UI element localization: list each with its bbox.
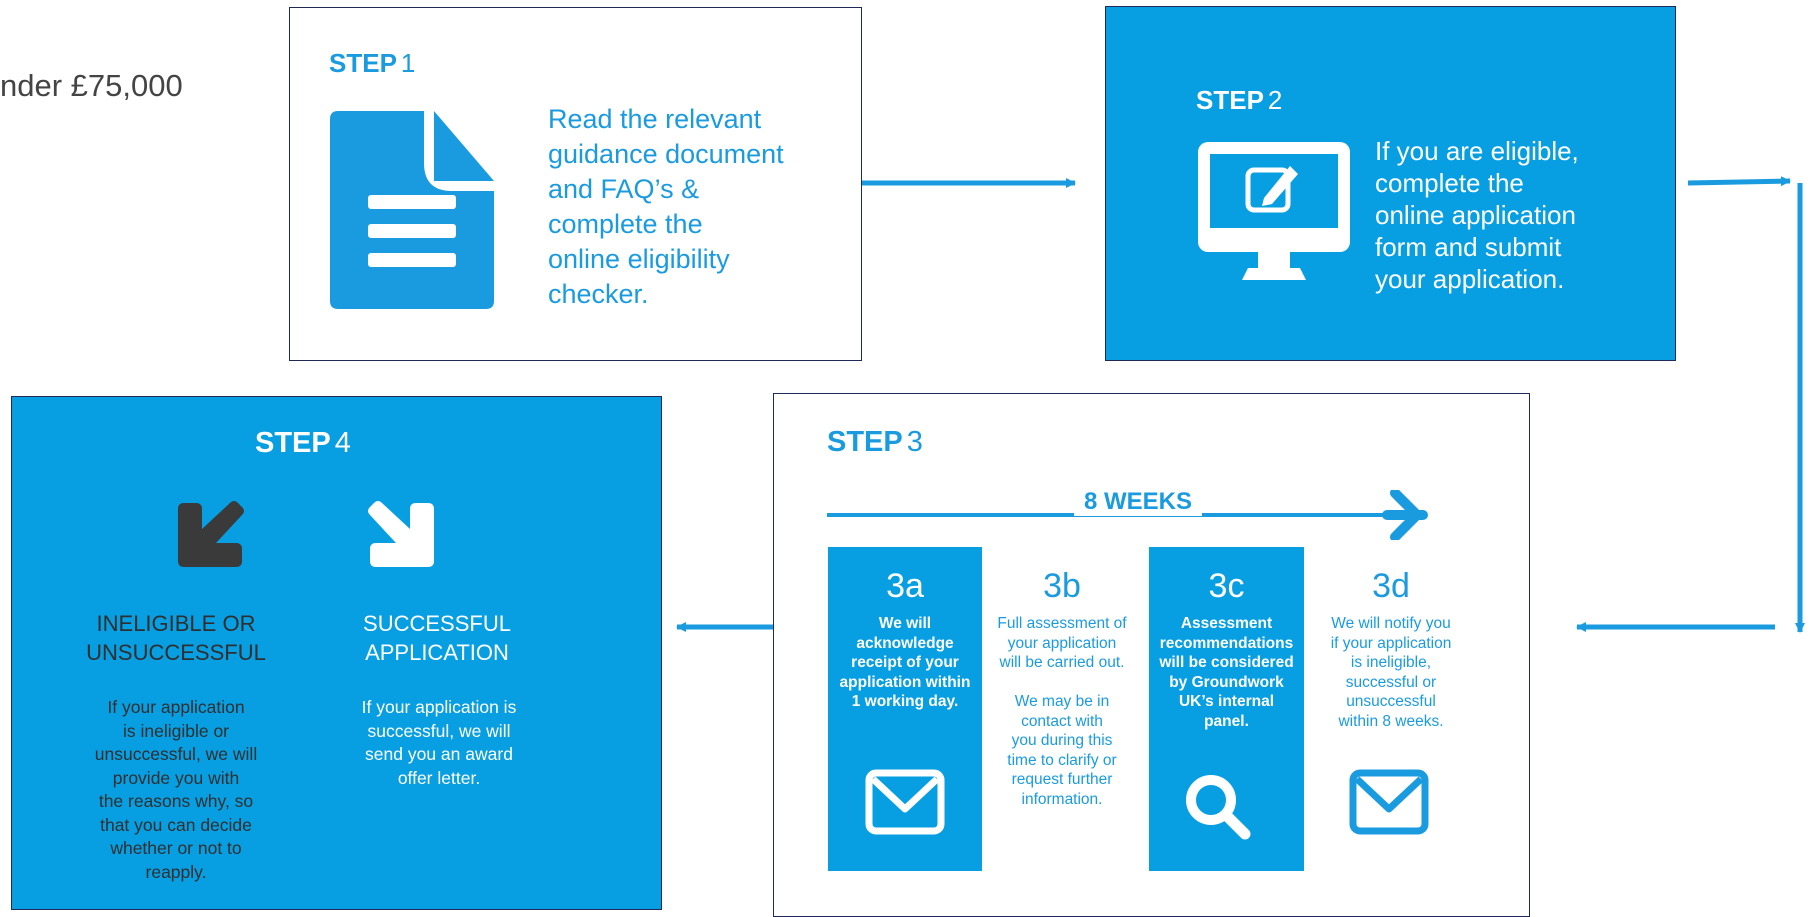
step3b-text: Full assessment of your application will…	[997, 615, 1127, 808]
arrow-down-left-icon	[178, 501, 244, 567]
monitor-edit-icon	[1198, 142, 1350, 280]
step3b-title: 3b	[1043, 567, 1081, 605]
document-icon	[330, 111, 494, 309]
step1-text: Read the relevant guidance document and …	[548, 104, 784, 309]
timeline-duration: 8 WEEKS	[1074, 488, 1203, 516]
step3d-title: 3d	[1372, 567, 1410, 605]
step4-left-text: If your application is ineligible or uns…	[94, 697, 258, 882]
step3a-panel	[828, 547, 982, 871]
step4-right-heading: SUCCESSFUL APPLICATION	[363, 611, 511, 665]
step3c-column: 3c Assessment recommendations will be co…	[1149, 567, 1304, 731]
envelope-icon	[865, 769, 945, 835]
arrow-down-right-icon	[368, 501, 434, 567]
step3a-text: We will acknowledge receipt of your appl…	[839, 615, 971, 710]
arrow-step2-to-right	[1687, 176, 1791, 187]
step3c-title: 3c	[1208, 567, 1245, 605]
step3a-title: 3a	[886, 567, 924, 605]
envelope-icon	[1349, 769, 1429, 835]
step3c-text: Assessment recommendations will be consi…	[1159, 615, 1294, 730]
lead-text: nder £75,000	[0, 68, 183, 103]
step4-right-text: If your application is successful, we wi…	[361, 697, 517, 788]
magnifier-icon	[1186, 775, 1251, 840]
step4-left-heading: INELIGIBLE OR UNSUCCESSFUL	[86, 611, 266, 665]
step3b-column: 3b Full assessment of your application w…	[990, 567, 1134, 809]
step3d-text: We will notify you if your application i…	[1330, 615, 1452, 730]
step2-text: If you are eligible, complete the online…	[1375, 136, 1579, 294]
step3a-column: 3a We will acknowledge receipt of your a…	[828, 567, 982, 712]
step3d-column: 3d We will notify you if your applicatio…	[1311, 567, 1471, 731]
